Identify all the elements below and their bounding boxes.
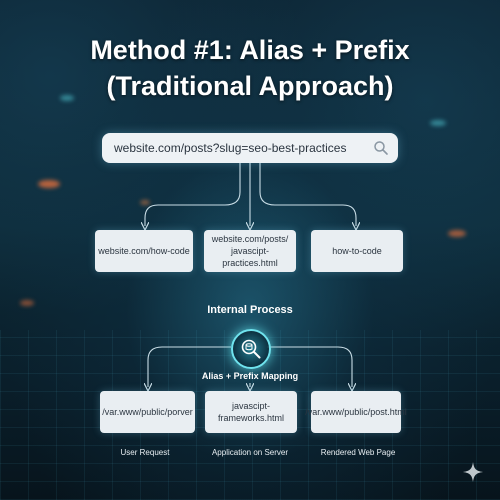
background-glow bbox=[448, 230, 466, 237]
mapping-label: Alias + Prefix Mapping bbox=[201, 371, 299, 381]
background-glow bbox=[430, 120, 446, 126]
caption-user-request: User Request bbox=[120, 448, 170, 457]
route-box-label: how-to-code bbox=[332, 246, 382, 256]
server-path-label: /var.www/public/post.html bbox=[305, 407, 407, 417]
background-glow bbox=[20, 300, 34, 306]
server-path-label: javascipt-frameworks.html bbox=[217, 401, 284, 423]
server-path-box: javascipt-frameworks.html bbox=[205, 391, 297, 433]
server-path-box: /var.www/public/post.html bbox=[305, 391, 407, 433]
route-box-label: website.com/how-code bbox=[98, 246, 190, 256]
url-search-bar[interactable]: website.com/posts?slug=seo-best-practice… bbox=[102, 133, 398, 163]
page-subtitle: (Traditional Approach) bbox=[106, 71, 394, 101]
search-icon[interactable] bbox=[373, 140, 389, 156]
route-box-posts: website.com/posts/ javascipt-practices.h… bbox=[204, 230, 296, 272]
route-box-slug: how-to-code bbox=[311, 230, 403, 272]
search-url-text: website.com/posts?slug=seo-best-practice… bbox=[114, 141, 347, 155]
connector-line bbox=[145, 163, 241, 226]
page-title: Method #1: Alias + Prefix bbox=[90, 35, 410, 65]
sparkle-icon bbox=[463, 462, 483, 482]
background-glow bbox=[140, 200, 150, 205]
database-search-icon bbox=[241, 339, 261, 359]
background-glow bbox=[60, 95, 74, 101]
connector-line bbox=[259, 163, 356, 226]
caption-application-server: Application on Server bbox=[211, 448, 289, 457]
internal-process-label: Internal Process bbox=[207, 304, 293, 316]
background-glow bbox=[38, 180, 60, 188]
server-path-box: /var.www/public/porver bbox=[100, 391, 195, 433]
internal-process-node bbox=[231, 329, 271, 369]
route-box-how-code: website.com/how-code bbox=[95, 230, 193, 272]
route-box-label: website.com/posts/ javascipt-practices.h… bbox=[211, 234, 289, 268]
server-path-label: /var.www/public/porver bbox=[102, 407, 193, 417]
caption-rendered-page: Rendered Web Page bbox=[320, 448, 396, 457]
connector-line bbox=[267, 346, 352, 387]
connector-line bbox=[148, 346, 231, 387]
